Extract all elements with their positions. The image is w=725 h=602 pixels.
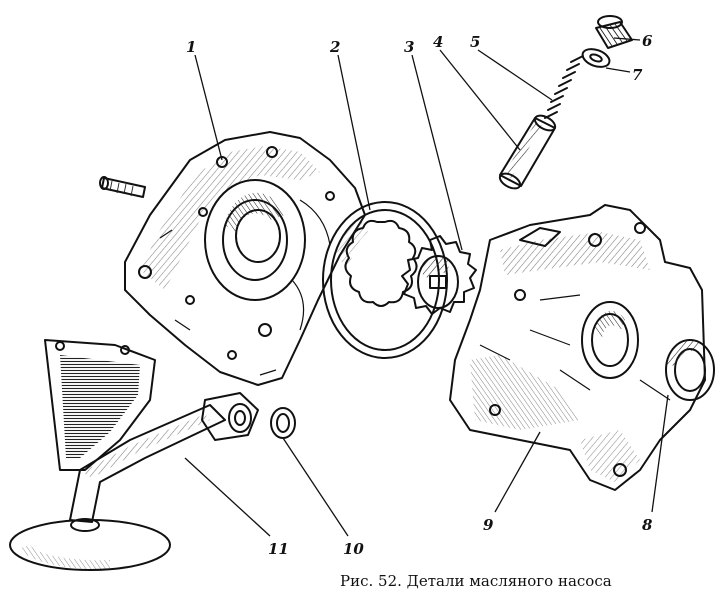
label-7: 7 <box>632 66 643 84</box>
label-5: 5 <box>470 33 480 51</box>
label-11: 11 <box>268 540 289 558</box>
label-4: 4 <box>433 33 443 51</box>
label-1: 1 <box>186 38 196 56</box>
valve-plug <box>595 15 633 49</box>
valve-spring <box>544 55 584 119</box>
oil-intake-pipe <box>9 339 259 571</box>
valve-plunger <box>498 114 557 190</box>
gasket-washer-top <box>581 48 611 68</box>
label-3: 3 <box>404 38 414 56</box>
label-2: 2 <box>329 38 340 56</box>
part-labels: 1 2 3 4 5 6 7 8 9 10 11 <box>186 32 653 558</box>
cover-bolt <box>99 176 146 198</box>
pump-cover-plate <box>99 131 366 386</box>
pump-housing <box>449 204 706 491</box>
outer-rotor-ring <box>322 201 448 359</box>
label-6: 6 <box>642 32 653 50</box>
leader-lines <box>184 37 669 537</box>
inner-rotor <box>401 235 477 315</box>
gasket-ring <box>270 407 296 439</box>
label-10: 10 <box>343 540 364 558</box>
seal-ring <box>665 339 715 401</box>
figure-caption: Рис. 52. Детали масляного насоса <box>340 572 612 590</box>
label-9: 9 <box>483 516 494 534</box>
label-8: 8 <box>642 516 653 534</box>
